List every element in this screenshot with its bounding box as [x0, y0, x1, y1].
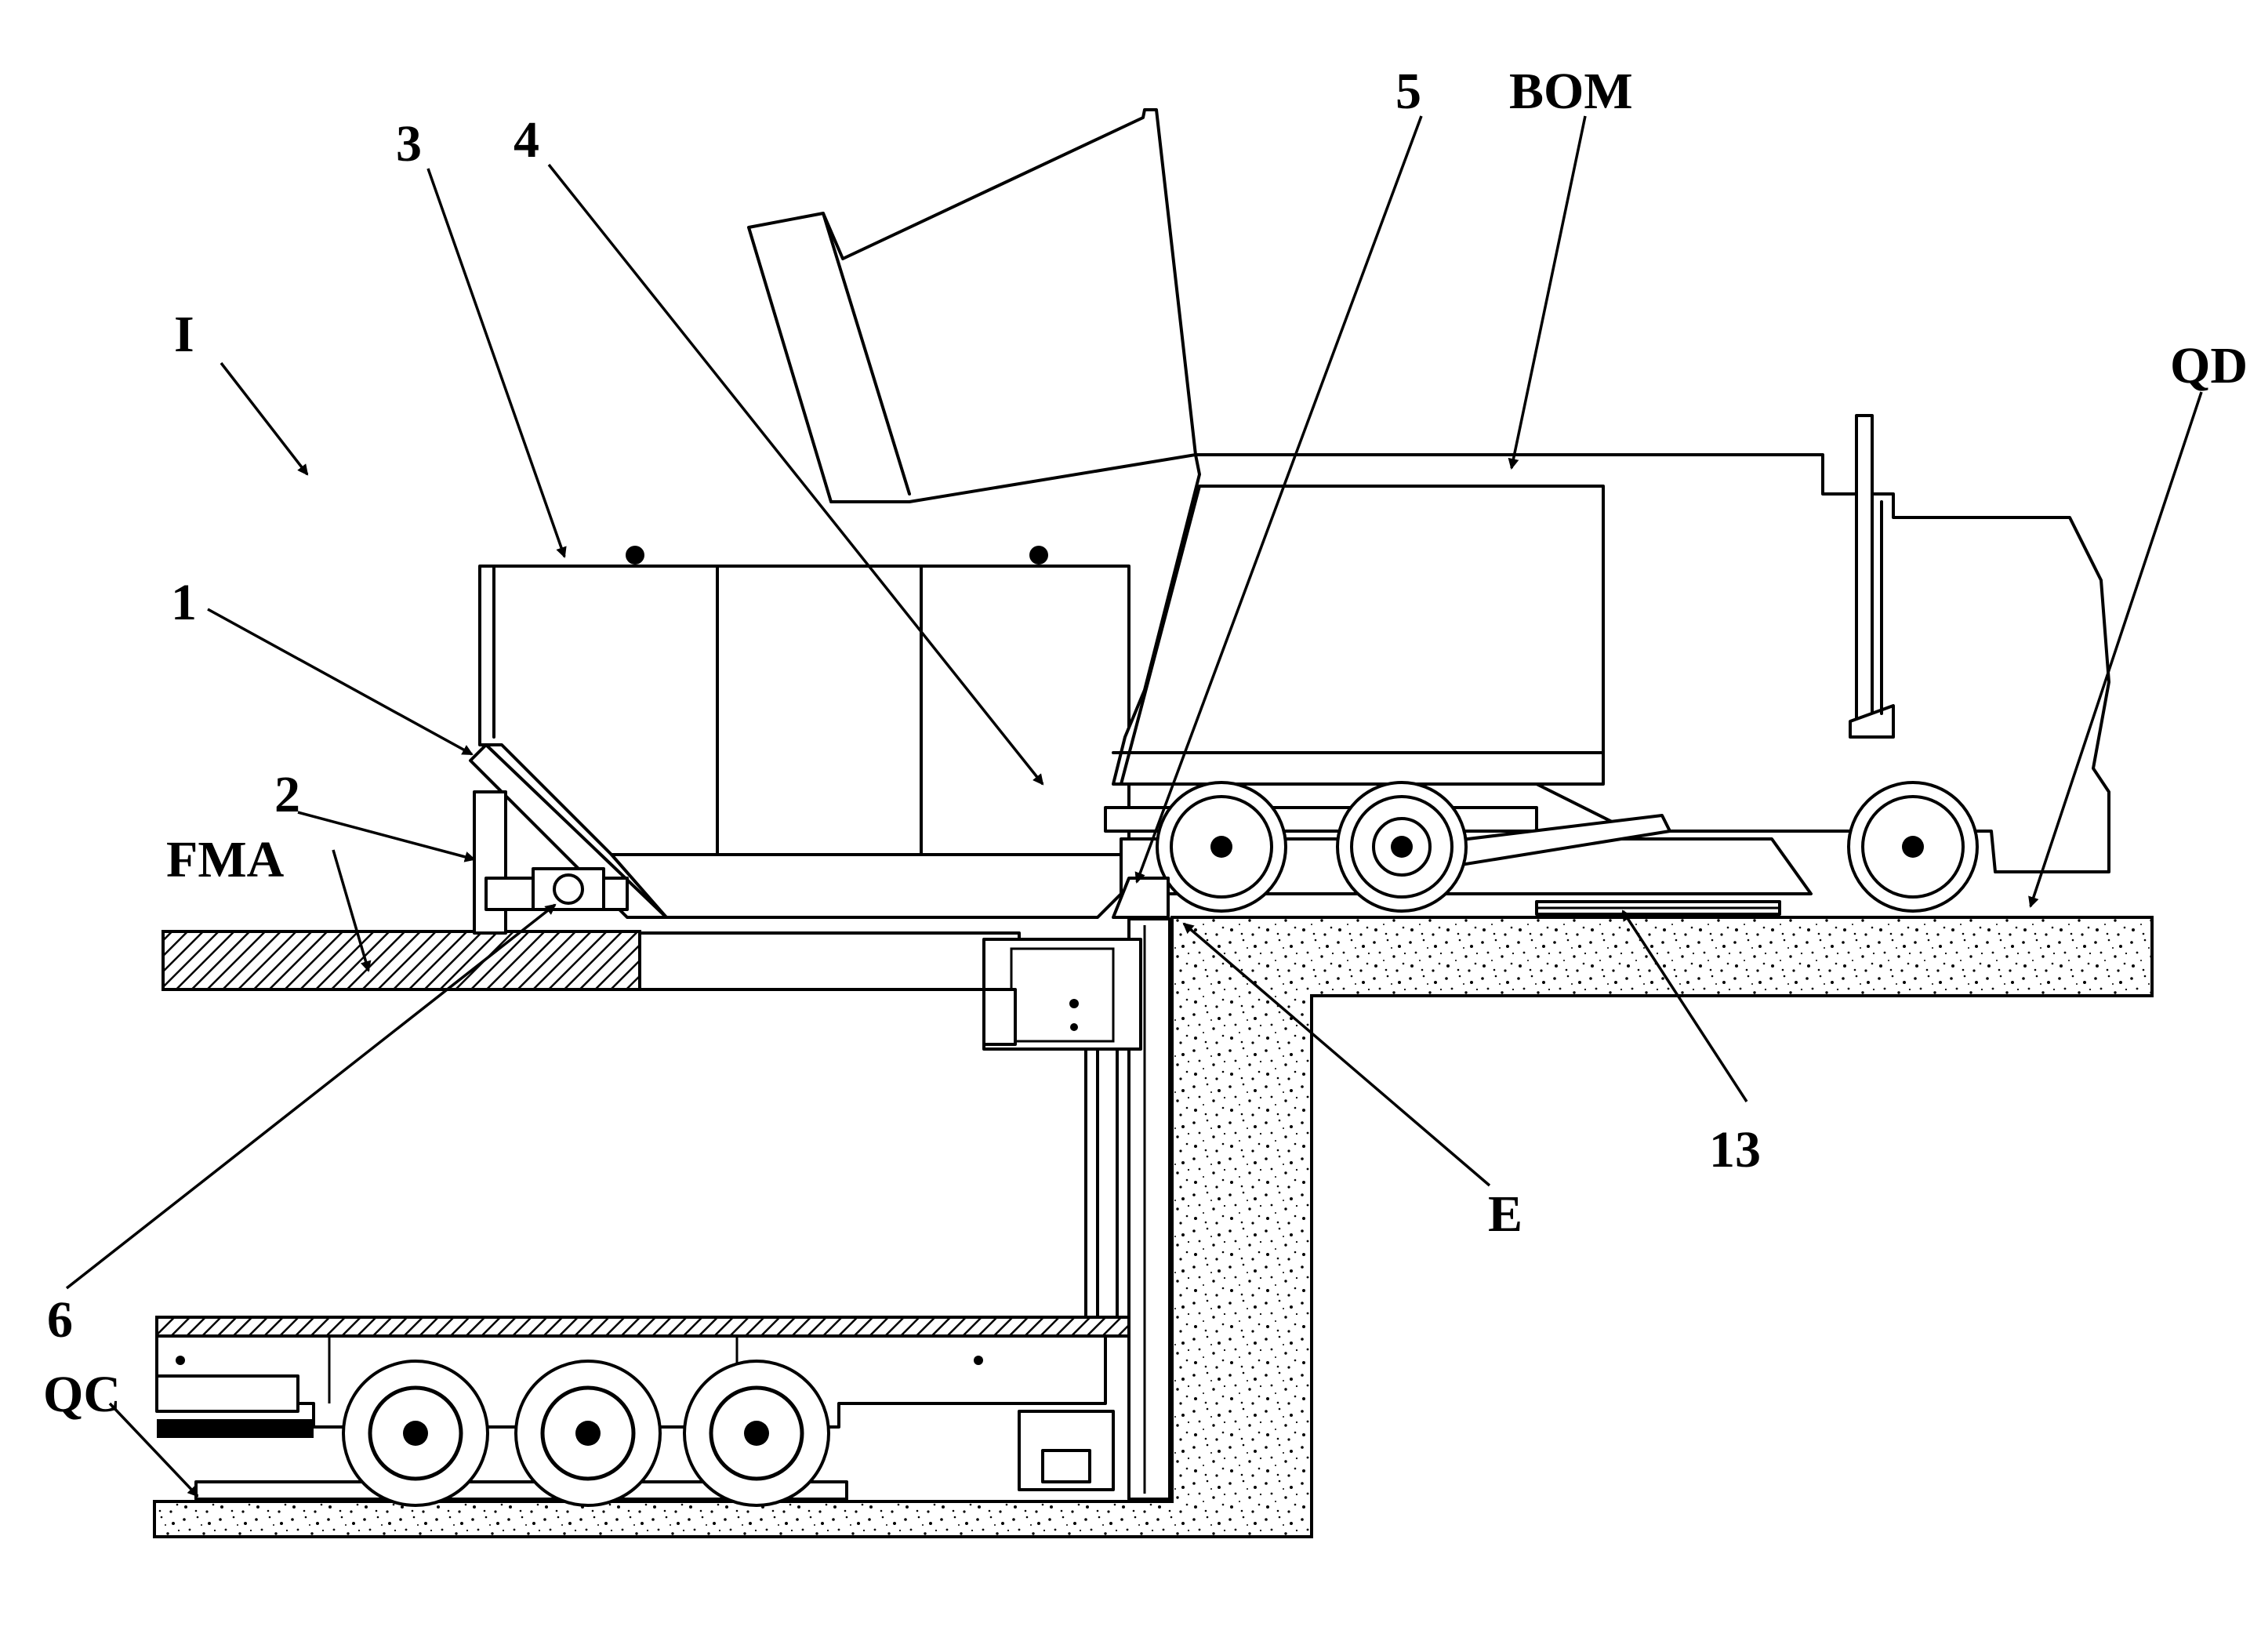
trailer-wheel-1	[343, 1361, 488, 1505]
label-fma: FMA	[166, 831, 285, 888]
hopper-tray	[612, 855, 1129, 917]
trailer-wheel-3	[684, 1361, 829, 1505]
label-I: I	[174, 306, 194, 363]
label-3: 3	[396, 115, 422, 172]
trailer-wheel-2	[516, 1361, 660, 1505]
hopper-container	[480, 566, 1129, 855]
upper-platform-fma	[163, 931, 640, 989]
leader-qc	[110, 1403, 198, 1496]
label-5: 5	[1395, 63, 1421, 120]
dump-bucket	[749, 110, 1196, 502]
label-e: E	[1488, 1185, 1522, 1243]
lower-trailer	[157, 1317, 1129, 1505]
label-6: 6	[47, 1291, 73, 1349]
stanchion-2	[474, 792, 506, 933]
label-qc: QC	[43, 1366, 121, 1423]
leader-2	[298, 812, 474, 859]
label-1: 1	[171, 574, 197, 631]
lift-mechanism	[984, 939, 1141, 1490]
trailer-deck	[157, 1317, 1129, 1336]
label-2: 2	[274, 766, 300, 823]
label-qd: QD	[2170, 337, 2248, 394]
leader-3	[428, 169, 564, 557]
bom-wheel-1	[1157, 782, 1286, 911]
hopper-module	[470, 546, 1129, 933]
transfer-bridge-plate	[640, 933, 1019, 989]
leader-bom	[1512, 116, 1585, 468]
leader-1	[208, 609, 472, 754]
exhaust-stack	[1856, 416, 1872, 737]
label-bom: BOM	[1509, 63, 1633, 120]
label-13: 13	[1709, 1121, 1761, 1178]
label-4: 4	[514, 111, 539, 169]
bom-wheel-3	[1849, 782, 1977, 911]
bom-wheel-2	[1337, 782, 1466, 911]
leader-I	[221, 363, 307, 474]
